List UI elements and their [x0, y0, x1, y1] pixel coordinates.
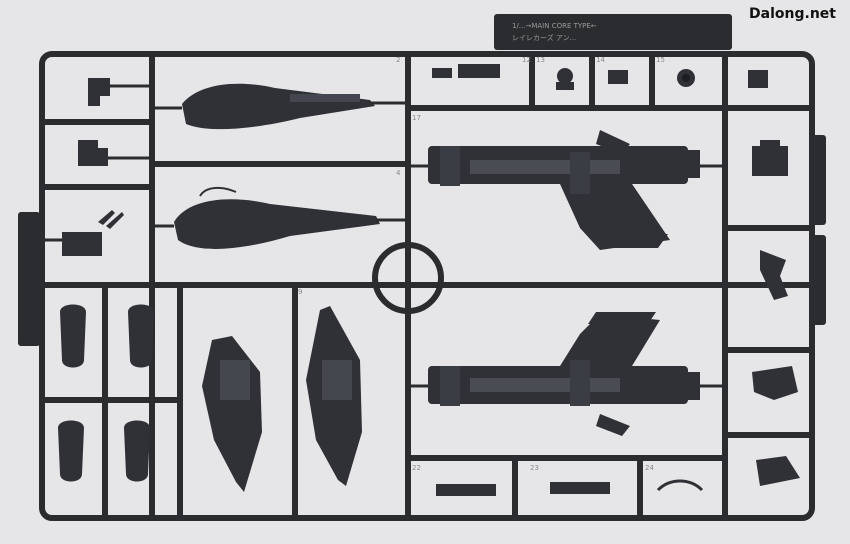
gate-number: 15	[656, 56, 665, 64]
gate-number: 17	[412, 114, 421, 122]
watermark-text: Dalong.net	[749, 6, 836, 22]
runner-right-tab-top	[812, 135, 826, 225]
runner-tag-line1: 1/...→MAIN CORE TYPE←	[512, 22, 597, 30]
capsule-parts	[58, 304, 154, 482]
runner-tag: 1/...→MAIN CORE TYPE← レイレカーズ アン...	[494, 14, 732, 50]
gate-number: 12	[522, 56, 531, 64]
small-parts-top-right	[432, 64, 768, 90]
small-parts-right-column	[752, 140, 800, 486]
runner-side-tab	[18, 212, 40, 346]
runner-tag-line2: レイレカーズ アン...	[512, 33, 576, 42]
gate-number: 9	[298, 288, 302, 296]
armor-parts	[202, 306, 362, 492]
gate-number: 2	[396, 56, 400, 64]
gate-number: 24	[645, 464, 654, 472]
runner-ring	[372, 242, 444, 314]
weapon-part-lower	[408, 312, 725, 436]
gate-number: 4	[396, 169, 401, 177]
small-parts-left	[42, 78, 152, 256]
gate-number: 13	[536, 56, 545, 64]
long-part-middle	[152, 186, 408, 249]
gate-numbers: 2 4 9 12 13 14 15 17 22 23 24	[298, 56, 665, 472]
weapon-part-upper	[408, 130, 725, 250]
gate-number: 23	[530, 464, 539, 472]
gate-number: 22	[412, 464, 421, 472]
runner-right-tab-bottom	[812, 235, 826, 325]
long-part-upper	[152, 83, 408, 130]
gate-number: 14	[596, 56, 605, 64]
small-parts-bottom	[436, 479, 704, 496]
runner-frame	[39, 51, 815, 521]
